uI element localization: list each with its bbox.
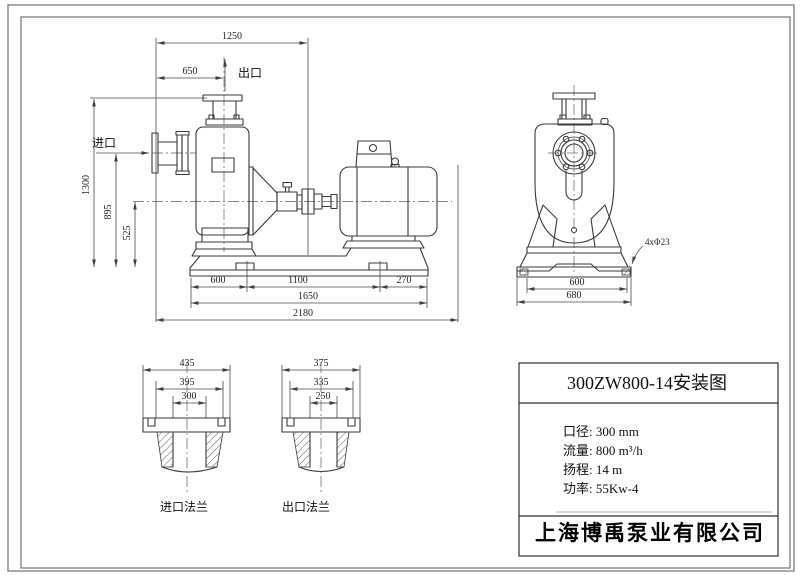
outlet-flange-detail: 375 335 250 出口法兰 — [281, 358, 361, 514]
pump-nameplate — [211, 157, 235, 173]
spec-head: 扬程: 14 m — [563, 462, 622, 477]
spec-list: 口径: 300 mm 流量: 800 m³/h 扬程: 14 m 功率: 55K… — [563, 424, 643, 496]
company-name: 上海博禹泵业有限公司 — [535, 521, 765, 545]
inlet-flange-detail: 435 395 300 进口法兰 — [142, 358, 231, 514]
side-pump-body — [527, 123, 621, 248]
anchor-bolt-hole — [621, 268, 631, 276]
dim-2180: 2180 — [293, 308, 313, 319]
side-view: 4xΦ23 600 680 — [516, 85, 670, 306]
spec-diameter: 口径: 300 mm — [563, 424, 639, 439]
dim-1100: 1100 — [288, 275, 308, 286]
centerlines — [133, 57, 452, 252]
outlet-flange-dim-bolt: 335 — [314, 377, 329, 388]
dim-270: 270 — [397, 275, 412, 286]
sheet-frame — [7, 4, 795, 572]
spec-flow: 流量: 800 m³/h — [563, 443, 643, 458]
motor-foot — [351, 235, 416, 242]
support-leg — [527, 204, 558, 248]
title-block: 300ZW800-14安装图 口径: 300 mm 流量: 800 m³/h 扬… — [518, 362, 779, 557]
inlet-flange-dim-bolt: 395 — [180, 377, 195, 388]
front-view: 1250 650 出口 进口 1300 895 525 600 1100 270 — [81, 31, 459, 322]
outlet-flange-dim-bore: 250 — [316, 391, 331, 402]
dim-525: 525 — [122, 226, 133, 241]
outlet-pipe — [202, 94, 244, 126]
motor — [339, 140, 438, 249]
dim-600: 600 — [211, 275, 226, 286]
side-dimensions: 4xΦ23 600 680 — [516, 237, 670, 306]
side-outlet-pipe — [552, 92, 609, 126]
anchor-lug — [368, 262, 388, 271]
inlet-flange-dim-outer: 435 — [180, 358, 195, 369]
dim-1650: 1650 — [298, 291, 318, 302]
dim-895: 895 — [103, 205, 114, 220]
bolt-note: 4xΦ23 — [645, 237, 670, 247]
pump-body — [195, 126, 250, 236]
spec-power: 功率: 55Kw-4 — [563, 481, 639, 496]
side-dim-600: 600 — [570, 277, 585, 288]
bearing-and-coupling — [248, 166, 338, 236]
anchor-lug — [235, 262, 255, 271]
inlet-flange-dim-bore: 300 — [182, 391, 197, 402]
drawing-title: 300ZW800-14安装图 — [567, 373, 727, 393]
suction-flange-face — [548, 131, 600, 175]
outlet-label: 出口 — [238, 66, 262, 80]
outlet-flange-dim-outer: 375 — [314, 358, 329, 369]
side-base — [516, 246, 632, 278]
front-dimensions: 1250 650 出口 进口 1300 895 525 600 1100 270 — [81, 31, 459, 322]
dim-1250: 1250 — [222, 31, 242, 42]
inlet-flange-caption: 进口法兰 — [160, 500, 208, 514]
dim-1300: 1300 — [81, 175, 92, 195]
grease-nipple — [284, 186, 290, 193]
anchor-bolt-hole — [519, 268, 529, 276]
bedplate — [189, 247, 429, 277]
terminal-box — [355, 140, 393, 168]
dim-650: 650 — [183, 66, 198, 77]
side-dim-680: 680 — [567, 290, 582, 301]
inlet-flange-assembly — [151, 130, 190, 176]
drain-slot — [565, 170, 583, 201]
pump-casing — [195, 126, 250, 236]
inlet-label: 进口 — [92, 136, 116, 150]
outlet-flange-caption: 出口法兰 — [282, 500, 330, 514]
